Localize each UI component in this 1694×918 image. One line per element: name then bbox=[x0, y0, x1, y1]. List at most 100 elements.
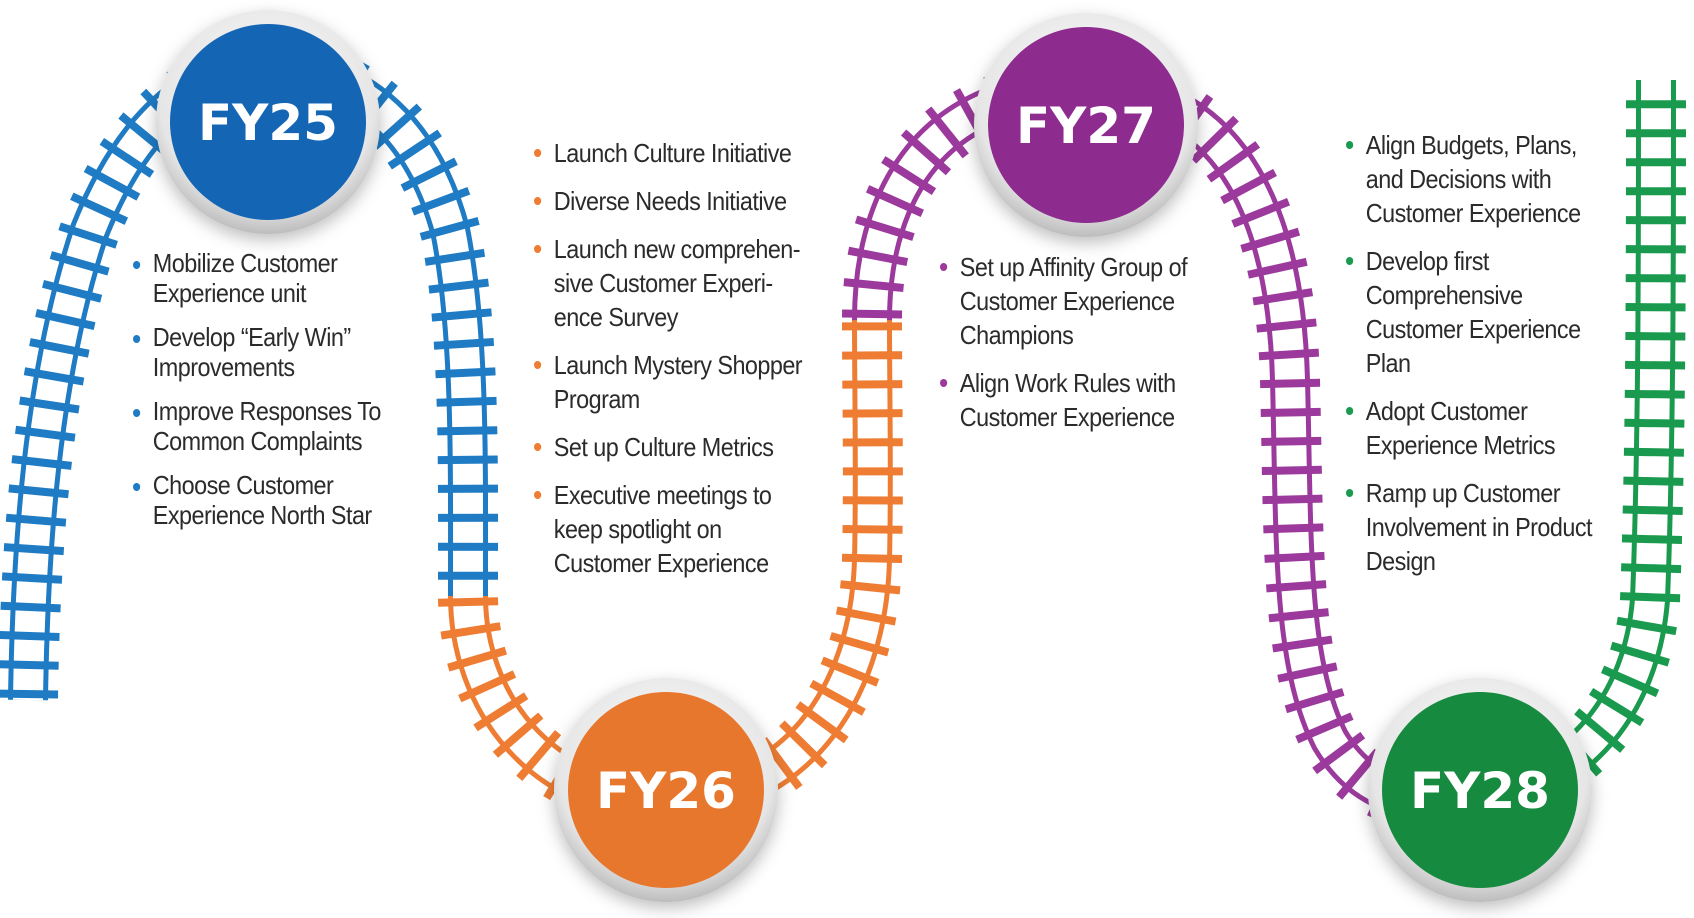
fy26-item: Set up Culture Metrics bbox=[534, 430, 804, 464]
track-tie bbox=[0, 660, 59, 670]
track-tie bbox=[1261, 465, 1322, 476]
track-tie bbox=[1263, 523, 1324, 534]
track-tie bbox=[1616, 616, 1677, 636]
track-tie bbox=[1295, 712, 1354, 744]
track-tie bbox=[1619, 592, 1681, 603]
track-tie bbox=[839, 580, 901, 595]
fy27-node: FY27 bbox=[974, 13, 1198, 237]
track-tie bbox=[35, 309, 96, 330]
track-tie bbox=[1252, 288, 1314, 306]
track-tie bbox=[58, 222, 118, 249]
track-tie bbox=[925, 106, 969, 159]
fy25-circle bbox=[170, 24, 366, 220]
fy28-initiatives-list: Align Budgets, Plans, and Decisions with… bbox=[1346, 128, 1607, 592]
track-tie bbox=[431, 308, 492, 322]
fy25-item: Mobilize Customer Experience unit bbox=[133, 248, 403, 308]
fy26-label: FY26 bbox=[596, 762, 736, 820]
track-tie bbox=[1284, 688, 1345, 714]
track-tie bbox=[3, 543, 65, 556]
track-tie bbox=[900, 129, 952, 176]
fy25-item: Choose Customer Experience North Star bbox=[133, 470, 403, 530]
track-purple bbox=[841, 59, 1444, 831]
track-tie bbox=[492, 712, 544, 758]
track-tie bbox=[847, 246, 909, 266]
track-tie bbox=[411, 186, 471, 216]
fy28-item: Ramp up Customer Involvement in Product … bbox=[1346, 476, 1607, 578]
fy26-item: Diverse Needs Initiative bbox=[534, 184, 804, 218]
track-tie bbox=[14, 425, 76, 442]
track-tie bbox=[458, 670, 517, 703]
track-tie bbox=[1258, 348, 1320, 361]
track-tie bbox=[842, 524, 903, 534]
track-tie bbox=[1623, 447, 1684, 457]
fy26-item: Launch Mystery Shopper Program bbox=[534, 348, 804, 416]
fy28-node: FY28 bbox=[1368, 678, 1592, 902]
fy28-circle bbox=[1382, 692, 1578, 888]
track-tie bbox=[1266, 580, 1327, 593]
track-tie bbox=[835, 606, 897, 626]
track-tie bbox=[865, 185, 924, 218]
fy26-item: Launch new comprehen-sive Customer Exper… bbox=[534, 232, 804, 334]
track-tie bbox=[1268, 608, 1329, 623]
track-tie bbox=[1624, 418, 1685, 428]
track-tie bbox=[841, 309, 903, 319]
fy28-label: FY28 bbox=[1410, 762, 1550, 820]
track-tie bbox=[23, 367, 85, 386]
track-tie bbox=[473, 692, 529, 732]
track-tie bbox=[843, 278, 904, 292]
track-tie bbox=[1240, 227, 1301, 253]
track-tie bbox=[820, 656, 880, 687]
track-tie bbox=[841, 553, 903, 563]
fy28-item: Adopt Customer Experience Metrics bbox=[1346, 394, 1607, 462]
fy25-item: Develop “Early Win” Improvements bbox=[133, 322, 403, 382]
track-tie bbox=[387, 129, 442, 170]
track-tie bbox=[1623, 476, 1684, 486]
track-tie bbox=[1261, 436, 1322, 446]
track-tie bbox=[437, 455, 498, 465]
track-tie bbox=[49, 251, 110, 276]
fy25-item: Improve Responses To Common Complaints bbox=[133, 396, 403, 456]
fy25-label: FY25 bbox=[198, 94, 338, 152]
track-tie bbox=[433, 337, 495, 350]
track-tie bbox=[83, 164, 141, 201]
track-tie bbox=[436, 396, 497, 407]
track-tie bbox=[42, 280, 103, 303]
track-tie bbox=[372, 103, 423, 150]
fy27-item: Set up Affinity Group of Customer Experi… bbox=[940, 250, 1210, 352]
track-tie bbox=[400, 157, 458, 192]
track-tie bbox=[70, 192, 129, 225]
fy25-node: FY25 bbox=[156, 10, 380, 234]
fy27-circle bbox=[988, 27, 1184, 223]
track-tie bbox=[1260, 407, 1321, 418]
track-tie bbox=[1588, 687, 1645, 727]
track-tie bbox=[0, 601, 61, 613]
track-tie bbox=[1220, 168, 1277, 205]
fy26-node: FY26 bbox=[554, 678, 778, 902]
track-tie bbox=[1247, 257, 1308, 279]
track-tie bbox=[1, 572, 63, 584]
track-tie bbox=[99, 138, 155, 178]
track-tie bbox=[829, 632, 890, 657]
fy27-label: FY27 bbox=[1016, 97, 1156, 155]
track-tie bbox=[881, 156, 937, 195]
fy28-item: Develop first Comprehensive Customer Exp… bbox=[1346, 244, 1607, 380]
track-tie bbox=[1264, 551, 1325, 563]
track-tie bbox=[435, 367, 496, 379]
track-tie bbox=[437, 597, 499, 607]
track-tie bbox=[19, 396, 80, 414]
track-tie bbox=[1256, 318, 1317, 333]
track-tie bbox=[0, 631, 60, 642]
track-tie bbox=[428, 278, 489, 294]
fy26-item: Executive meetings to keep spotlight on … bbox=[534, 478, 804, 580]
fy28-item: Align Budgets, Plans, and Decisions with… bbox=[1346, 128, 1607, 230]
fy26-circle bbox=[568, 692, 764, 888]
track-tie bbox=[516, 730, 562, 781]
track-tie bbox=[1625, 360, 1686, 370]
track-tie bbox=[795, 701, 849, 744]
fy27-item: Align Work Rules with Customer Experienc… bbox=[940, 366, 1210, 434]
track-gap bbox=[857, 74, 1441, 815]
